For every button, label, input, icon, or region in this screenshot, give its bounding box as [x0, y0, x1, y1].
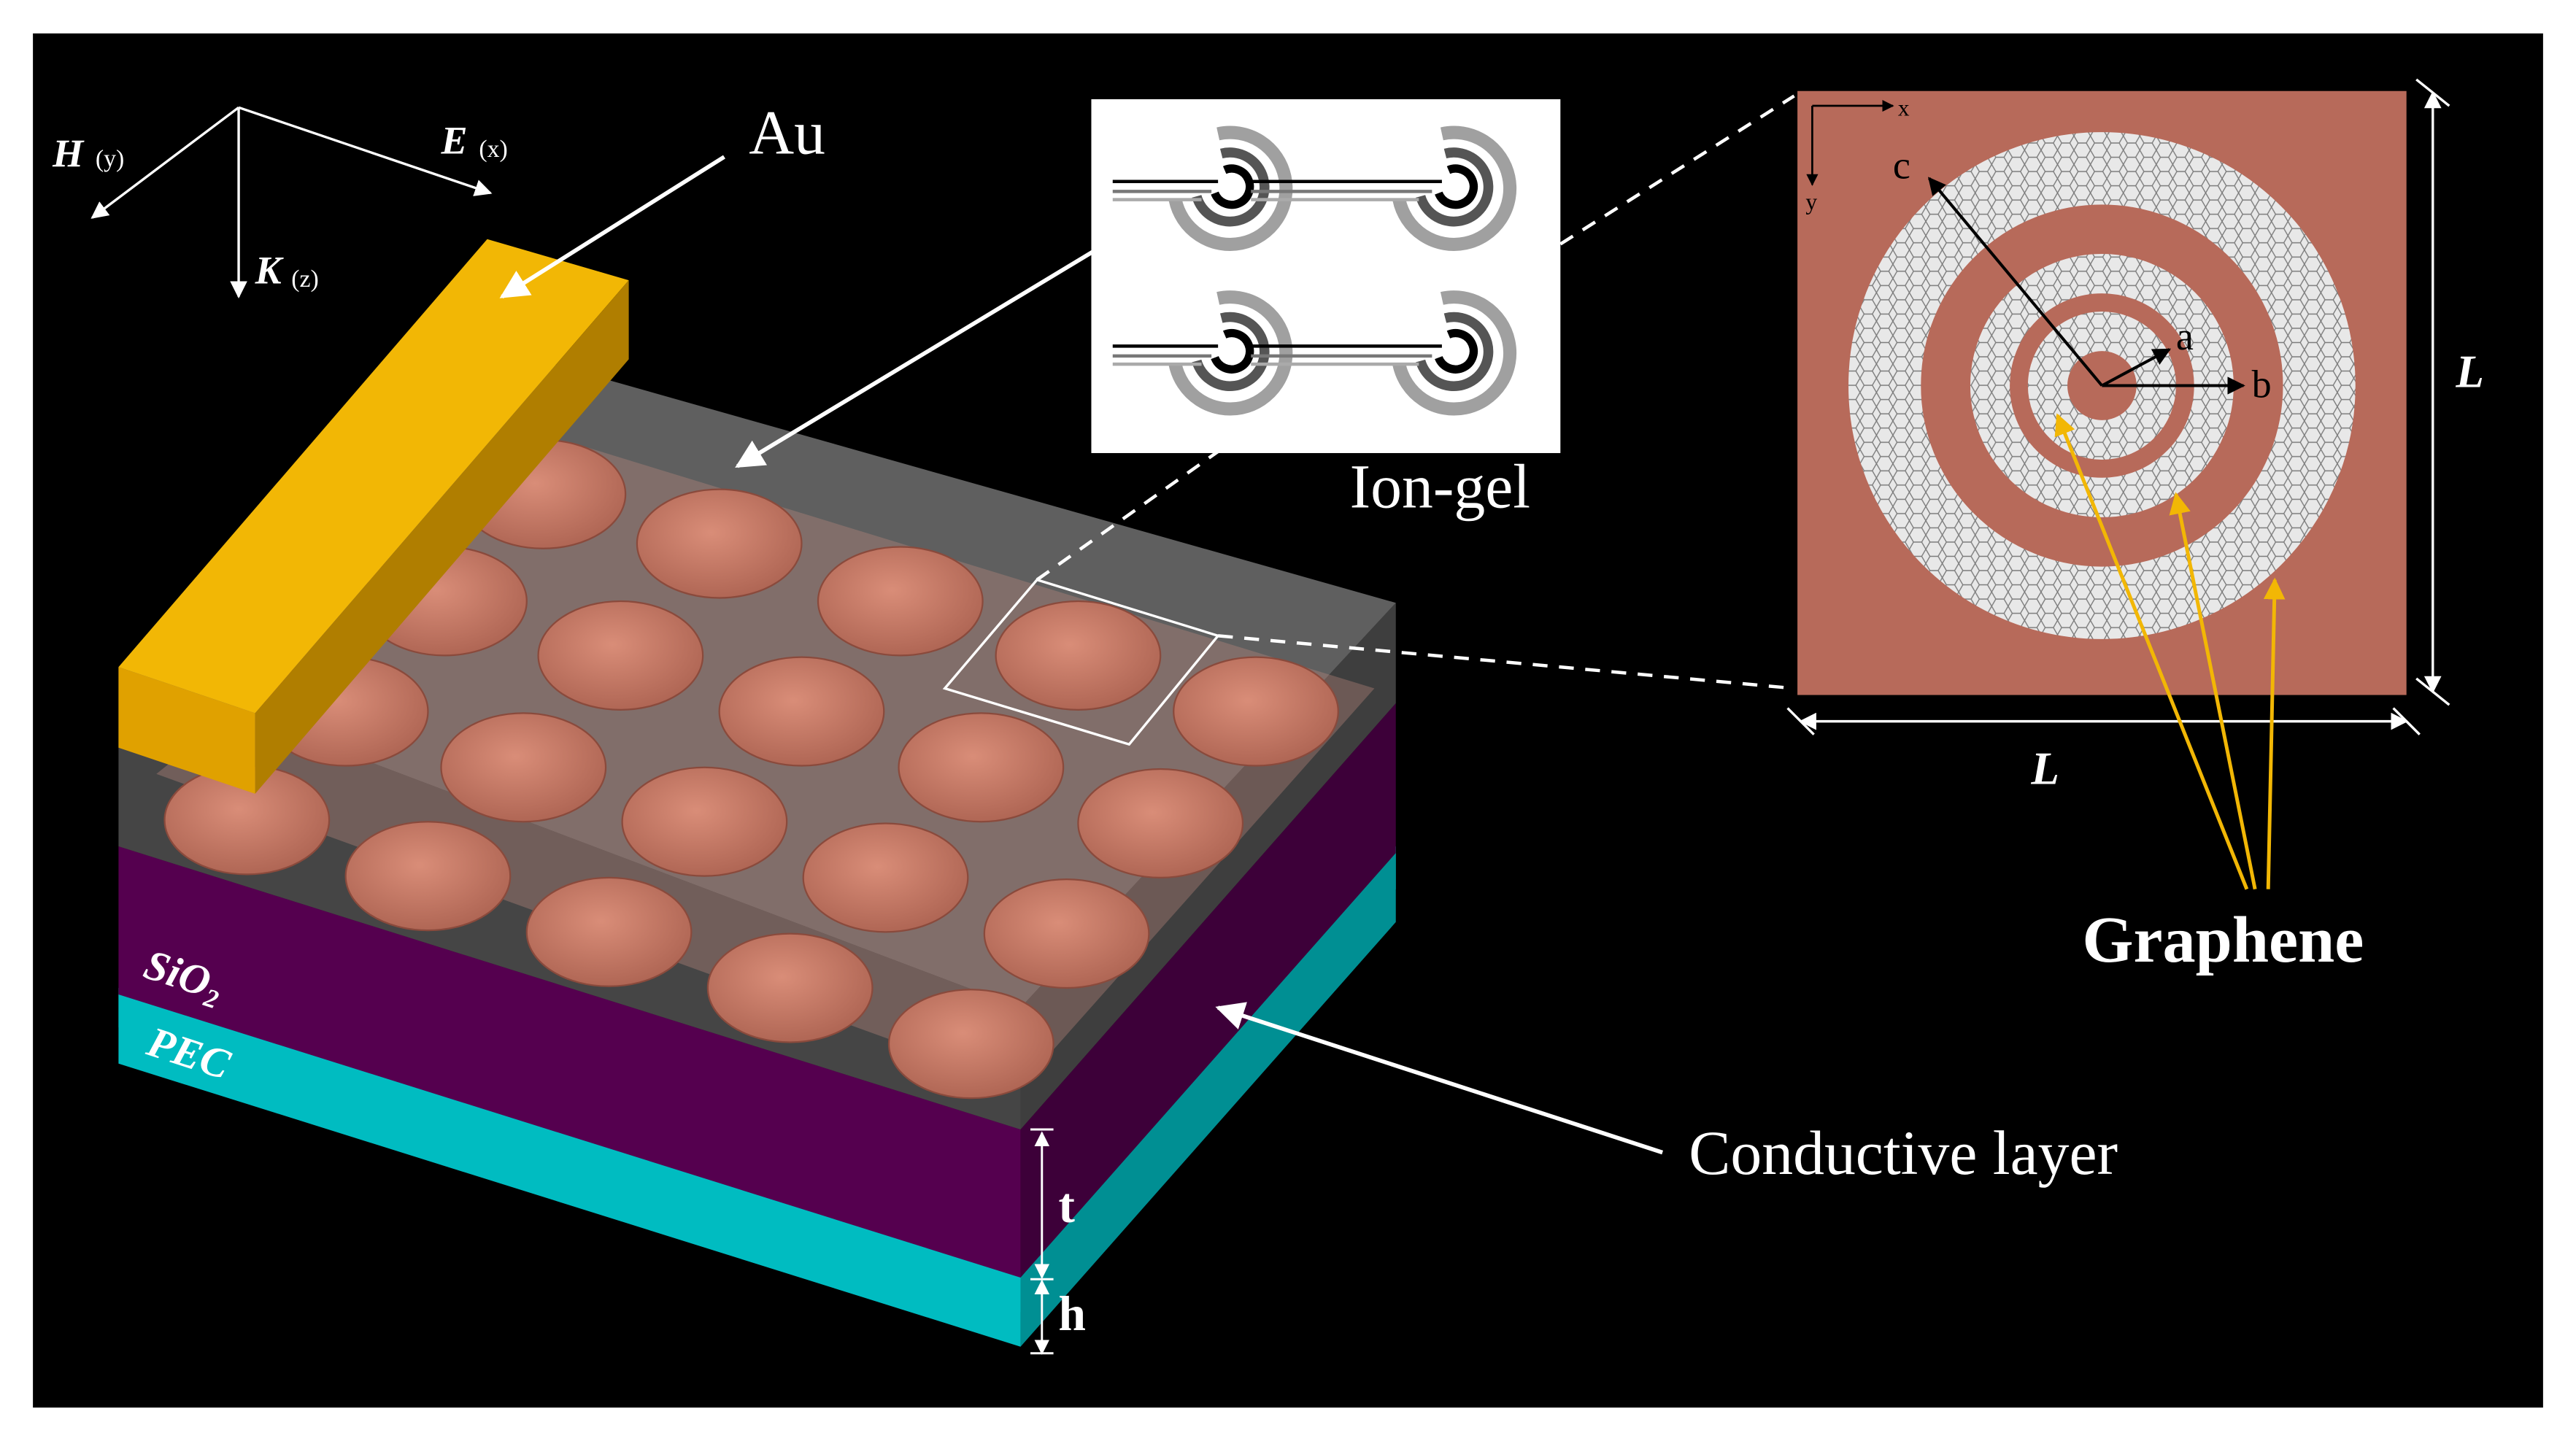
disk [621, 766, 788, 877]
inset-ring-unit [1168, 125, 1293, 251]
au-electrode-top [118, 239, 629, 714]
disk [706, 932, 874, 1043]
disk [1077, 768, 1244, 879]
unit-cell-y-label: y [1805, 189, 1817, 215]
h-axis-label: H [52, 131, 85, 175]
graphene-label: Graphene [2082, 903, 2364, 976]
graphene-arrow-outer [2263, 577, 2286, 889]
disk [887, 989, 1054, 1100]
l-bottom-label: L [2030, 743, 2059, 794]
disk [636, 488, 803, 599]
disk [440, 712, 607, 823]
radius-c-arrow [1927, 177, 2103, 387]
graphene-arrow-middle [2169, 492, 2257, 890]
l-right-label: L [2455, 347, 2484, 398]
e-axis-label: E [440, 118, 467, 162]
k-axis-subscript: (z) [291, 266, 319, 293]
disk [817, 546, 984, 657]
disk [718, 656, 885, 767]
radius-c-label: c [1893, 143, 1910, 187]
sio2-layer-front [118, 846, 1021, 1278]
zoom-guide-lines [1036, 94, 1795, 690]
e-axis-subscript: (x) [479, 136, 507, 163]
inset-ring-unit [1392, 125, 1517, 251]
inset-connecting-lines [1112, 179, 1442, 366]
h-label: h [1058, 1286, 1086, 1341]
thickness-markers [1030, 1128, 1054, 1355]
graphene-disk-array [163, 439, 1339, 1100]
ion-gel-pointer-arrow [735, 249, 1096, 468]
ion-gel-label: Ion-gel [1350, 452, 1531, 521]
disk [995, 600, 1162, 711]
e-axis-arrow [238, 106, 493, 196]
au-label: Au [749, 98, 825, 167]
t-label: t [1058, 1178, 1075, 1232]
coordinate-axes [90, 106, 493, 299]
sio2-layer-side [1020, 703, 1396, 1278]
ion-gel-inset-drawing [1112, 125, 1517, 416]
disk [802, 822, 969, 933]
inset-ring-unit [1392, 290, 1517, 416]
radius-b-label: b [2252, 362, 2272, 406]
k-axis-label: K [255, 249, 285, 293]
disk [983, 878, 1150, 989]
h-axis-subscript: (y) [96, 145, 124, 172]
unit-cell-x-label: x [1898, 96, 1910, 121]
unit-cell-outline [942, 578, 1221, 746]
au-pointer-arrow [499, 155, 725, 299]
au-electrode-side [255, 280, 629, 794]
h-axis-arrow [90, 106, 240, 219]
disk [525, 876, 693, 987]
graphene-pointer-arrows [2054, 413, 2286, 890]
pec-layer-front [118, 988, 1021, 1347]
au-electrode-front [118, 667, 255, 794]
disk [344, 821, 512, 932]
disk [537, 600, 704, 711]
unit-cell-detail: x y c a b [1797, 90, 2407, 695]
conductive-layer-label: Conductive layer [1689, 1119, 2118, 1188]
graphene-arrow-inner [2054, 413, 2249, 890]
disk [898, 712, 1065, 823]
outer-graphene-ring [1848, 132, 2356, 639]
conductive-layer-pointer-arrow [1215, 1002, 1664, 1155]
radius-a-label: a [2176, 314, 2194, 358]
radius-a-arrow [2101, 348, 2172, 387]
inset-ring-unit [1168, 290, 1293, 416]
period-dimension-lines [1786, 78, 2450, 735]
disk [1173, 656, 1339, 767]
pec-layer-side [1020, 846, 1396, 1347]
